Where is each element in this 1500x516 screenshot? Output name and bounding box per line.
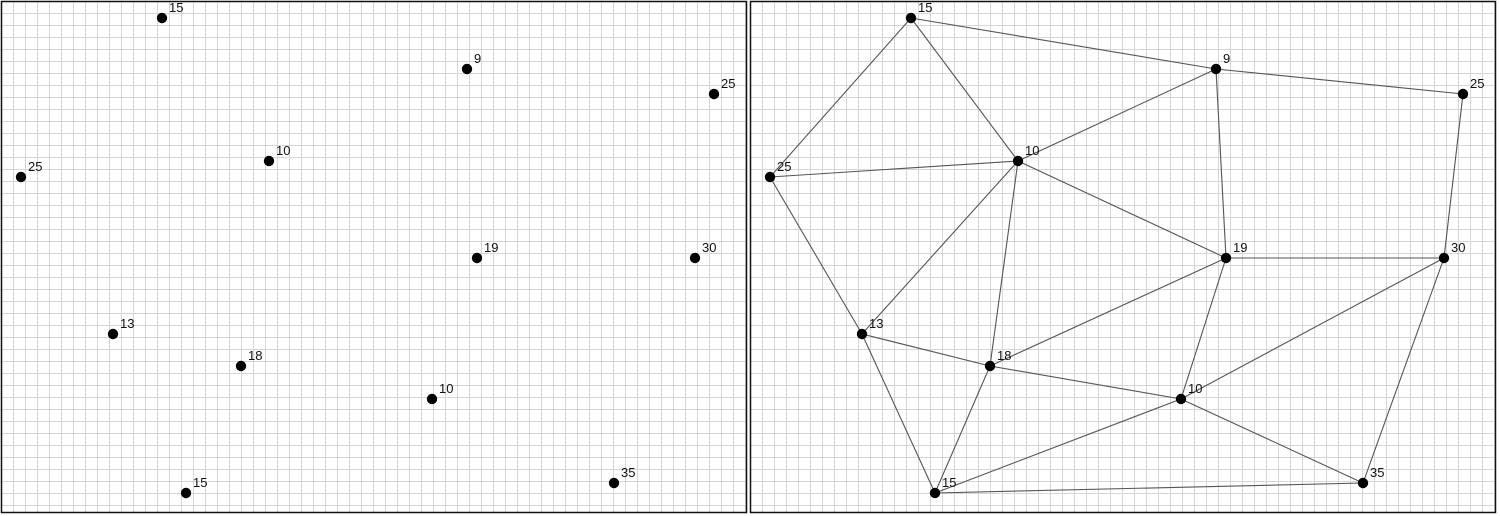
panel-frame	[749, 0, 1497, 514]
point-p-eighteen	[984, 360, 996, 372]
edge-p-thirteen-p-eighteen	[861, 333, 991, 367]
edge-p-top-p-left	[769, 17, 912, 178]
triangulation-edges	[769, 17, 1464, 494]
edge-p-left-p-thirteen	[769, 176, 863, 335]
edge-p-nine-p-right-top	[1215, 68, 1464, 95]
point-p-thirtyfive	[608, 477, 620, 489]
point-p-thirty	[1438, 252, 1450, 264]
edge-p-center-ten-p-eighteen	[989, 160, 1019, 367]
point-label-p-nineteen: 19	[484, 240, 498, 255]
point-p-nineteen	[471, 252, 483, 264]
point-p-top	[156, 12, 168, 24]
point-p-thirty	[689, 252, 701, 264]
point-label-p-thirty: 30	[702, 240, 716, 255]
point-label-p-nine: 9	[1223, 51, 1230, 66]
edge-p-thirteen-p-bottom	[861, 333, 936, 494]
points-panel: 15 9 25 10 25 19 30 13 18 10 15 35	[0, 0, 748, 514]
point-label-p-thirteen: 13	[869, 316, 883, 331]
point-label-p-thirtyfive: 35	[621, 465, 635, 480]
grid	[750, 1, 1496, 513]
point-label-p-center-ten: 10	[1025, 143, 1039, 158]
edge-p-right-top-p-thirty	[1443, 93, 1464, 259]
point-label-p-thirteen: 13	[120, 316, 134, 331]
grid	[1, 1, 747, 513]
edge-p-lower-ten-p-bottom	[934, 398, 1182, 494]
point-label-p-bottom: 15	[193, 475, 207, 490]
point-p-top	[905, 12, 917, 24]
point-p-eighteen	[235, 360, 247, 372]
edge-p-left-p-center-ten	[769, 160, 1019, 178]
points: 15 9 25 10 25 19 30 13 18 10 15 35	[15, 0, 735, 499]
point-p-thirtyfive	[1357, 477, 1369, 489]
point-p-nineteen	[1220, 252, 1232, 264]
point-label-p-top: 15	[169, 0, 183, 15]
point-label-p-nineteen: 19	[1233, 240, 1247, 255]
edge-p-thirty-p-thirtyfive	[1362, 257, 1445, 484]
point-label-p-lower-ten: 10	[439, 381, 453, 396]
point-label-p-thirtyfive: 35	[1370, 465, 1384, 480]
point-label-p-left: 25	[28, 159, 42, 174]
panel-frame	[0, 0, 748, 514]
triangulation-panel: 15 9 25 10 25 19 30 13 18 10 15 35	[749, 0, 1497, 514]
edge-p-top-p-center-ten	[910, 17, 1019, 162]
point-p-nine	[461, 63, 473, 75]
point-p-bottom	[180, 487, 192, 499]
point-label-p-left: 25	[777, 159, 791, 174]
point-p-center-ten	[1012, 155, 1024, 167]
point-p-lower-ten	[426, 393, 438, 405]
point-label-p-nine: 9	[474, 51, 481, 66]
point-p-center-ten	[263, 155, 275, 167]
points: 15 9 25 10 25 19 30 13 18 10 15 35	[764, 0, 1484, 499]
point-p-thirteen	[856, 328, 868, 340]
point-label-p-eighteen: 18	[997, 348, 1011, 363]
point-label-p-thirty: 30	[1451, 240, 1465, 255]
point-p-nine	[1210, 63, 1222, 75]
point-p-right-top	[1457, 88, 1469, 100]
point-label-p-lower-ten: 10	[1188, 381, 1202, 396]
edge-p-thirty-p-lower-ten	[1180, 257, 1445, 400]
edge-p-nine-p-nineteen	[1215, 68, 1227, 259]
edge-p-eighteen-p-nineteen	[989, 257, 1227, 367]
edge-p-bottom-p-thirtyfive	[934, 482, 1364, 494]
point-label-p-right-top: 25	[1470, 76, 1484, 91]
point-label-p-right-top: 25	[721, 76, 735, 91]
point-p-right-top	[708, 88, 720, 100]
edge-p-eighteen-p-lower-ten	[989, 365, 1182, 400]
point-p-bottom	[929, 487, 941, 499]
edge-p-eighteen-p-bottom	[934, 365, 991, 494]
point-p-thirteen	[107, 328, 119, 340]
edge-p-center-ten-p-nine	[1017, 68, 1217, 162]
edge-p-top-p-nine	[910, 17, 1217, 70]
edge-p-center-ten-p-nineteen	[1017, 160, 1227, 259]
point-p-lower-ten	[1175, 393, 1187, 405]
point-label-p-center-ten: 10	[276, 143, 290, 158]
point-label-p-bottom: 15	[942, 475, 956, 490]
point-label-p-eighteen: 18	[248, 348, 262, 363]
point-label-p-top: 15	[918, 0, 932, 15]
edge-p-center-ten-p-thirteen	[861, 160, 1019, 335]
point-p-left	[764, 171, 776, 183]
edge-p-lower-ten-p-thirtyfive	[1180, 398, 1364, 484]
point-p-left	[15, 171, 27, 183]
edge-p-nineteen-p-lower-ten	[1180, 257, 1227, 400]
